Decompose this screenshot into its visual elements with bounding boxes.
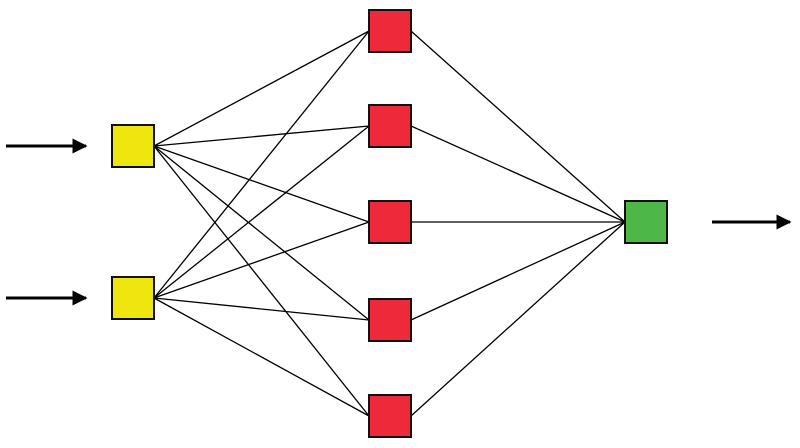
output-node-1 [624,200,668,244]
hidden-node-1 [368,9,412,53]
hidden-node-2 [368,104,412,148]
edge-hidden1-output1 [410,30,626,223]
edge-input2-hidden1 [153,30,370,299]
hidden-node-3 [368,200,412,244]
edge-input2-hidden3 [153,221,370,299]
edge-input2-hidden4 [153,297,370,321]
hidden-node-4 [368,298,412,342]
edge-input1-hidden2 [153,125,370,147]
edge-input1-hidden4 [153,145,370,321]
nodes [111,9,668,438]
edge-input1-hidden1 [153,30,370,147]
edge-hidden4-output1 [410,221,626,321]
input-node-2 [111,276,155,320]
hidden-node-5 [368,394,412,438]
edge-hidden2-output1 [410,125,626,223]
connections [153,30,626,417]
input-node-1 [111,124,155,168]
edge-input1-hidden5 [153,145,370,417]
io-arrows [6,138,792,306]
edge-input2-hidden5 [153,297,370,417]
edge-input2-hidden2 [153,125,370,299]
edge-input1-hidden3 [153,145,370,223]
edge-hidden5-output1 [410,221,626,417]
